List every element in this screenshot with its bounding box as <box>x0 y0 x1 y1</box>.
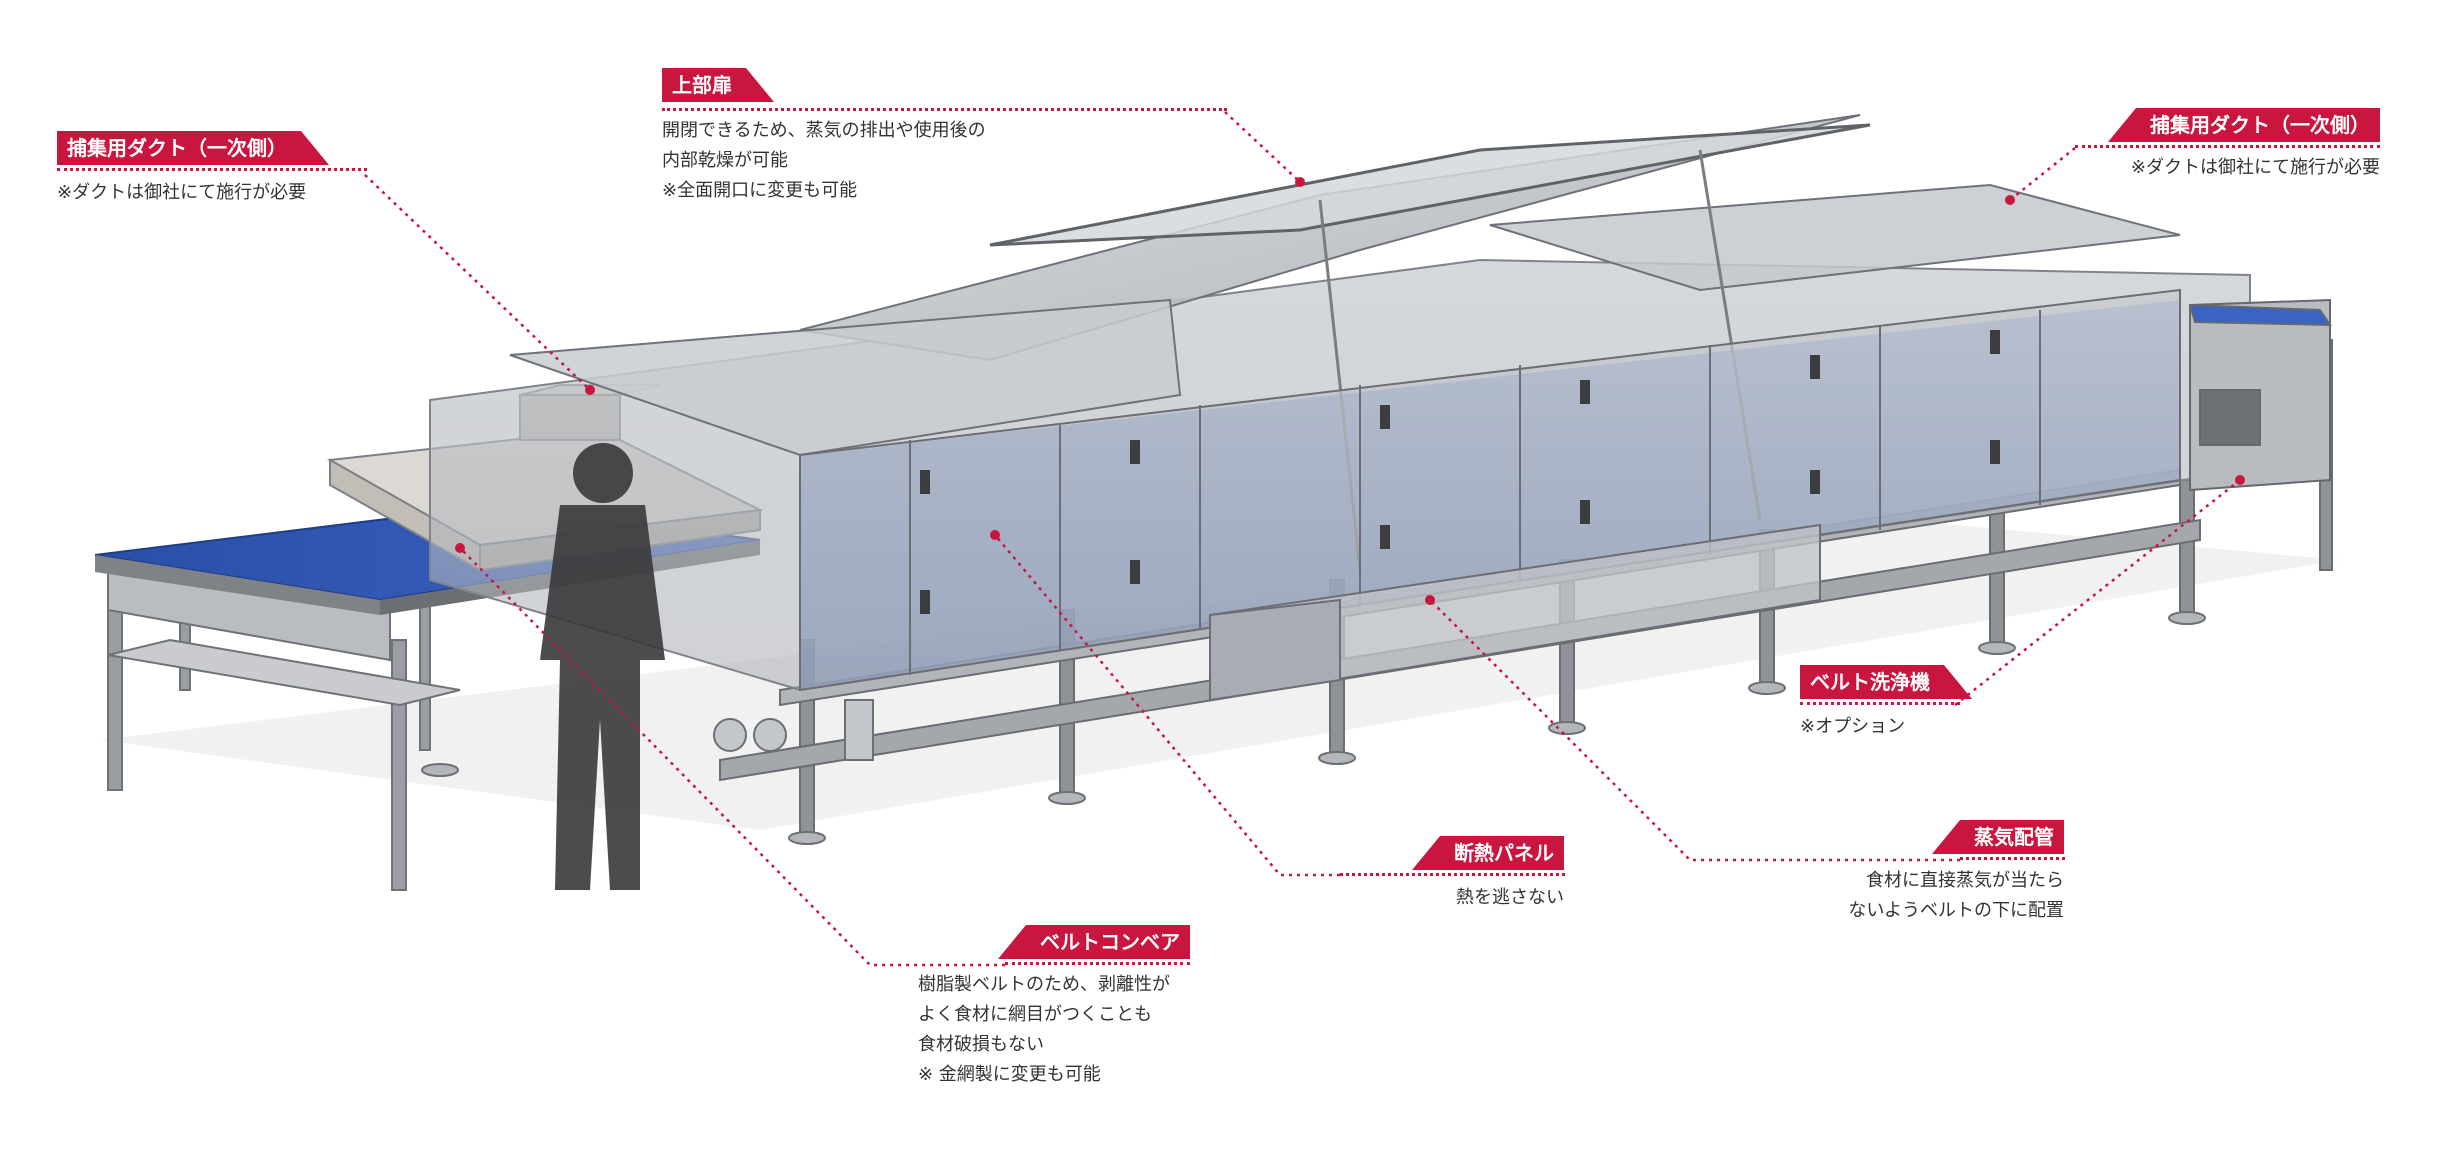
belt-conveyor-desc-line: 食材破損もない <box>918 1034 1044 1055</box>
top-door-desc-line: ※全面開口に変更も可能 <box>662 180 858 201</box>
belt-washer-underline <box>1800 702 1960 705</box>
insulation-panel-label: 断熱パネル <box>1412 836 1564 870</box>
leveling-feet <box>421 611 2206 845</box>
steam-pipe-desc-line: ないようベルトの下に配置 <box>1848 900 2064 921</box>
top-door-label: 上部扉 <box>662 68 774 102</box>
steam-pipe-desc: 食材に直接蒸気が当たら ないようベルトの下に配置 <box>1848 866 2064 926</box>
belt-washer-unit <box>2188 298 2332 492</box>
leader-lines <box>364 111 2241 967</box>
top-door-desc: 開閉できるため、蒸気の排出や使用後の 内部乾燥が可能 ※全面開口に変更も可能 <box>662 116 986 206</box>
top-door-desc-line: 内部乾燥が可能 <box>662 150 788 171</box>
person-silhouette <box>540 443 665 890</box>
enclosure-front <box>799 288 2181 692</box>
pointer-dots <box>455 177 2245 605</box>
duct-left-label: 捕集用ダクト（一次側） <box>57 131 329 165</box>
duct-left-desc: ※ダクトは御社にて施行が必要 <box>57 178 306 208</box>
insulation-panel-underline <box>1340 873 1565 876</box>
steam-pipe-underline <box>1960 857 2065 860</box>
insulation-box <box>1209 523 1821 702</box>
belt-washer-desc: ※オプション <box>1800 712 1905 742</box>
belt-washer-label: ベルト洗浄機 <box>1800 665 1972 699</box>
belt-conveyor-underline <box>1005 962 1190 965</box>
duct-left-desc-line: ※ダクトは御社にて施行が必要 <box>57 182 307 203</box>
steam-pipes <box>713 699 874 761</box>
top-door-desc-line: 開閉できるため、蒸気の排出や使用後の <box>662 120 986 141</box>
duct-right-underline <box>2075 145 2380 148</box>
belt-conveyor-desc-line: よく食材に網目がつくことも <box>918 1004 1152 1025</box>
top-door-underline <box>662 108 1227 111</box>
duct-right-desc: ※ダクトは御社にて施行が必要 <box>2131 153 2380 183</box>
steam-pipe-desc-line: 食材に直接蒸気が当たら <box>1866 870 2064 891</box>
belt-conveyor-label: ベルトコンベア <box>998 925 1190 959</box>
belt-conveyor-desc-line: ※ 金網製に変更も可能 <box>918 1064 1101 1085</box>
belt-conveyor-desc: 樹脂製ベルトのため、剥離性が よく食材に網目がつくことも 食材破損もない ※ 金… <box>918 970 1170 1090</box>
belt-conveyor-desc-line: 樹脂製ベルトのため、剥離性が <box>918 974 1170 995</box>
door-handles <box>920 330 2000 614</box>
duct-left-underline <box>57 168 367 171</box>
insulation-panel-desc: 熱を逃さない <box>1456 883 1564 913</box>
duct-right-label: 捕集用ダクト（一次側） <box>2108 108 2380 142</box>
insulation-panel-desc-line: 熱を逃さない <box>1456 887 1564 908</box>
belt-washer-desc-line: ※オプション <box>1800 716 1906 737</box>
duct-right-desc-line: ※ダクトは御社にて施行が必要 <box>2130 157 2380 178</box>
